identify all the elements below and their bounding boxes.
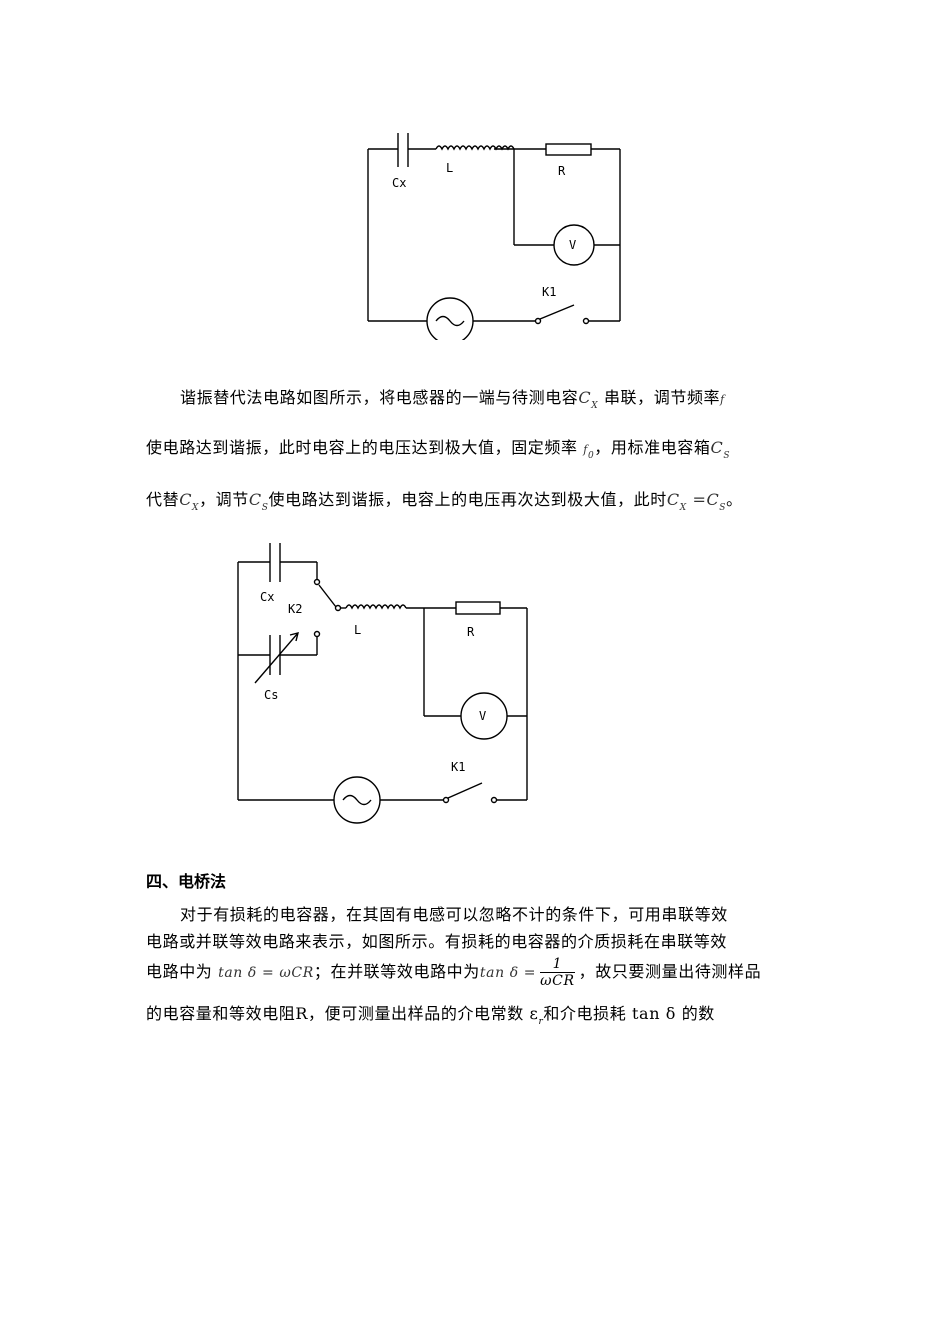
switch-k1-icon <box>534 317 542 325</box>
label-cx: Cx <box>260 590 274 604</box>
para1-text-b: 串联，调节频率 <box>603 388 721 407</box>
math-cs: CS <box>248 490 269 513</box>
para1-line2: 使电路达到谐振，此时电容上的电压达到极大值，固定频率 f0，用标准电容箱CS <box>146 434 730 461</box>
symbol-c: C <box>706 490 720 509</box>
inductor-icon <box>435 145 515 151</box>
label-l: L <box>354 623 361 637</box>
math-cx: CX <box>179 490 199 513</box>
switch-k2-icon <box>334 604 342 612</box>
math-f: f <box>720 393 725 406</box>
section4-text-b: ；在并联等效电路中为 <box>313 962 480 981</box>
label-v: V <box>569 238 576 252</box>
subscript-x: X <box>679 503 687 513</box>
label-k1: K1 <box>542 285 556 299</box>
subscript-x: X <box>192 503 200 513</box>
symbol-c: C <box>248 490 262 509</box>
section4-text-c: ，故只要测量出待测样品 <box>578 962 762 981</box>
label-r: R <box>558 164 566 178</box>
math-cx: CX <box>578 388 598 411</box>
subscript-0: 0 <box>587 451 595 461</box>
section4-text-d: 的电容量和等效电阻R，便可测量出样品的介电常数 ε <box>146 1004 539 1023</box>
symbol-c: C <box>179 490 193 509</box>
subscript-x: X <box>591 401 599 411</box>
resistor-icon <box>545 143 592 156</box>
formula-tan-series: tan δ = ωCR <box>218 965 314 981</box>
para1-line1: 谐振替代法电路如图所示，将电感器的一端与待测电容CX 串联，调节频率f <box>180 384 725 411</box>
section4-text-a: 电路中为 <box>146 962 213 981</box>
inductor-icon <box>345 604 407 610</box>
formula-tan-parallel: tan δ = <box>479 965 537 981</box>
para1-text-e: 代替 <box>146 490 180 509</box>
para1-text-c: 使电路达到谐振，此时电容上的电压达到极大值，固定频率 <box>146 438 578 457</box>
symbol-f: f <box>583 443 588 456</box>
switch-k1-icon <box>442 796 450 804</box>
label-cs: Cs <box>264 688 278 702</box>
section4-line4: 的电容量和等效电阻R，便可测量出样品的介电常数 εr和介电损耗 tan δ 的数 <box>146 1000 715 1027</box>
fraction-numerator: 1 <box>540 956 575 973</box>
para1-text-f: ，调节 <box>199 490 249 509</box>
section4-line1: 对于有损耗的电容器，在其固有电感可以忽略不计的条件下，可用串联等效 <box>180 905 728 924</box>
label-l: L <box>446 161 453 175</box>
subscript-s: S <box>723 451 731 461</box>
resistor-icon <box>455 601 501 615</box>
para1-text-h: 。 <box>726 490 743 509</box>
math-f0: f0 <box>583 443 594 461</box>
section4-line2: 电路或并联等效电路来表示，如图所示。有损耗的电容器的介质损耗在串联等效 <box>146 932 728 951</box>
fraction-denominator: ωCR <box>540 973 575 989</box>
section4-text-e: 和介电损耗 tan δ 的数 <box>543 1004 715 1023</box>
subscript-s: S <box>719 503 727 513</box>
para1-text-a: 谐振替代法电路如图所示，将电感器的一端与待测电容 <box>180 388 579 407</box>
subscript-r: r <box>538 1017 544 1027</box>
para1-text-d: ，用标准电容箱 <box>594 438 711 457</box>
ac-source-icon <box>426 297 474 340</box>
math-cs: CS <box>710 438 731 461</box>
para1-line3: 代替CX，调节CS使电路达到谐振，电容上的电压再次达到极大值，此时CX =CS。 <box>146 486 743 513</box>
equals-sign: = <box>692 490 707 509</box>
symbol-c: C <box>578 388 592 407</box>
label-k1: K1 <box>451 760 465 774</box>
section-heading: 四、电桥法 <box>146 872 227 891</box>
symbol-c: C <box>666 490 680 509</box>
label-r: R <box>467 625 475 639</box>
subscript-s: S <box>261 503 269 513</box>
symbol-c: C <box>710 438 724 457</box>
para1-text-g: 使电路达到谐振，电容上的电压再次达到极大值，此时 <box>268 490 667 509</box>
label-k2: K2 <box>288 602 302 616</box>
resonance-circuit-diagram-1: Cx L R V K1 <box>367 133 621 340</box>
math-cx-eq-cs: CX =CS <box>666 490 726 513</box>
label-cx: Cx <box>392 176 406 190</box>
label-v: V <box>479 709 486 723</box>
resonance-substitution-circuit-diagram: Cx K2 L R Cs V K1 <box>237 543 528 824</box>
